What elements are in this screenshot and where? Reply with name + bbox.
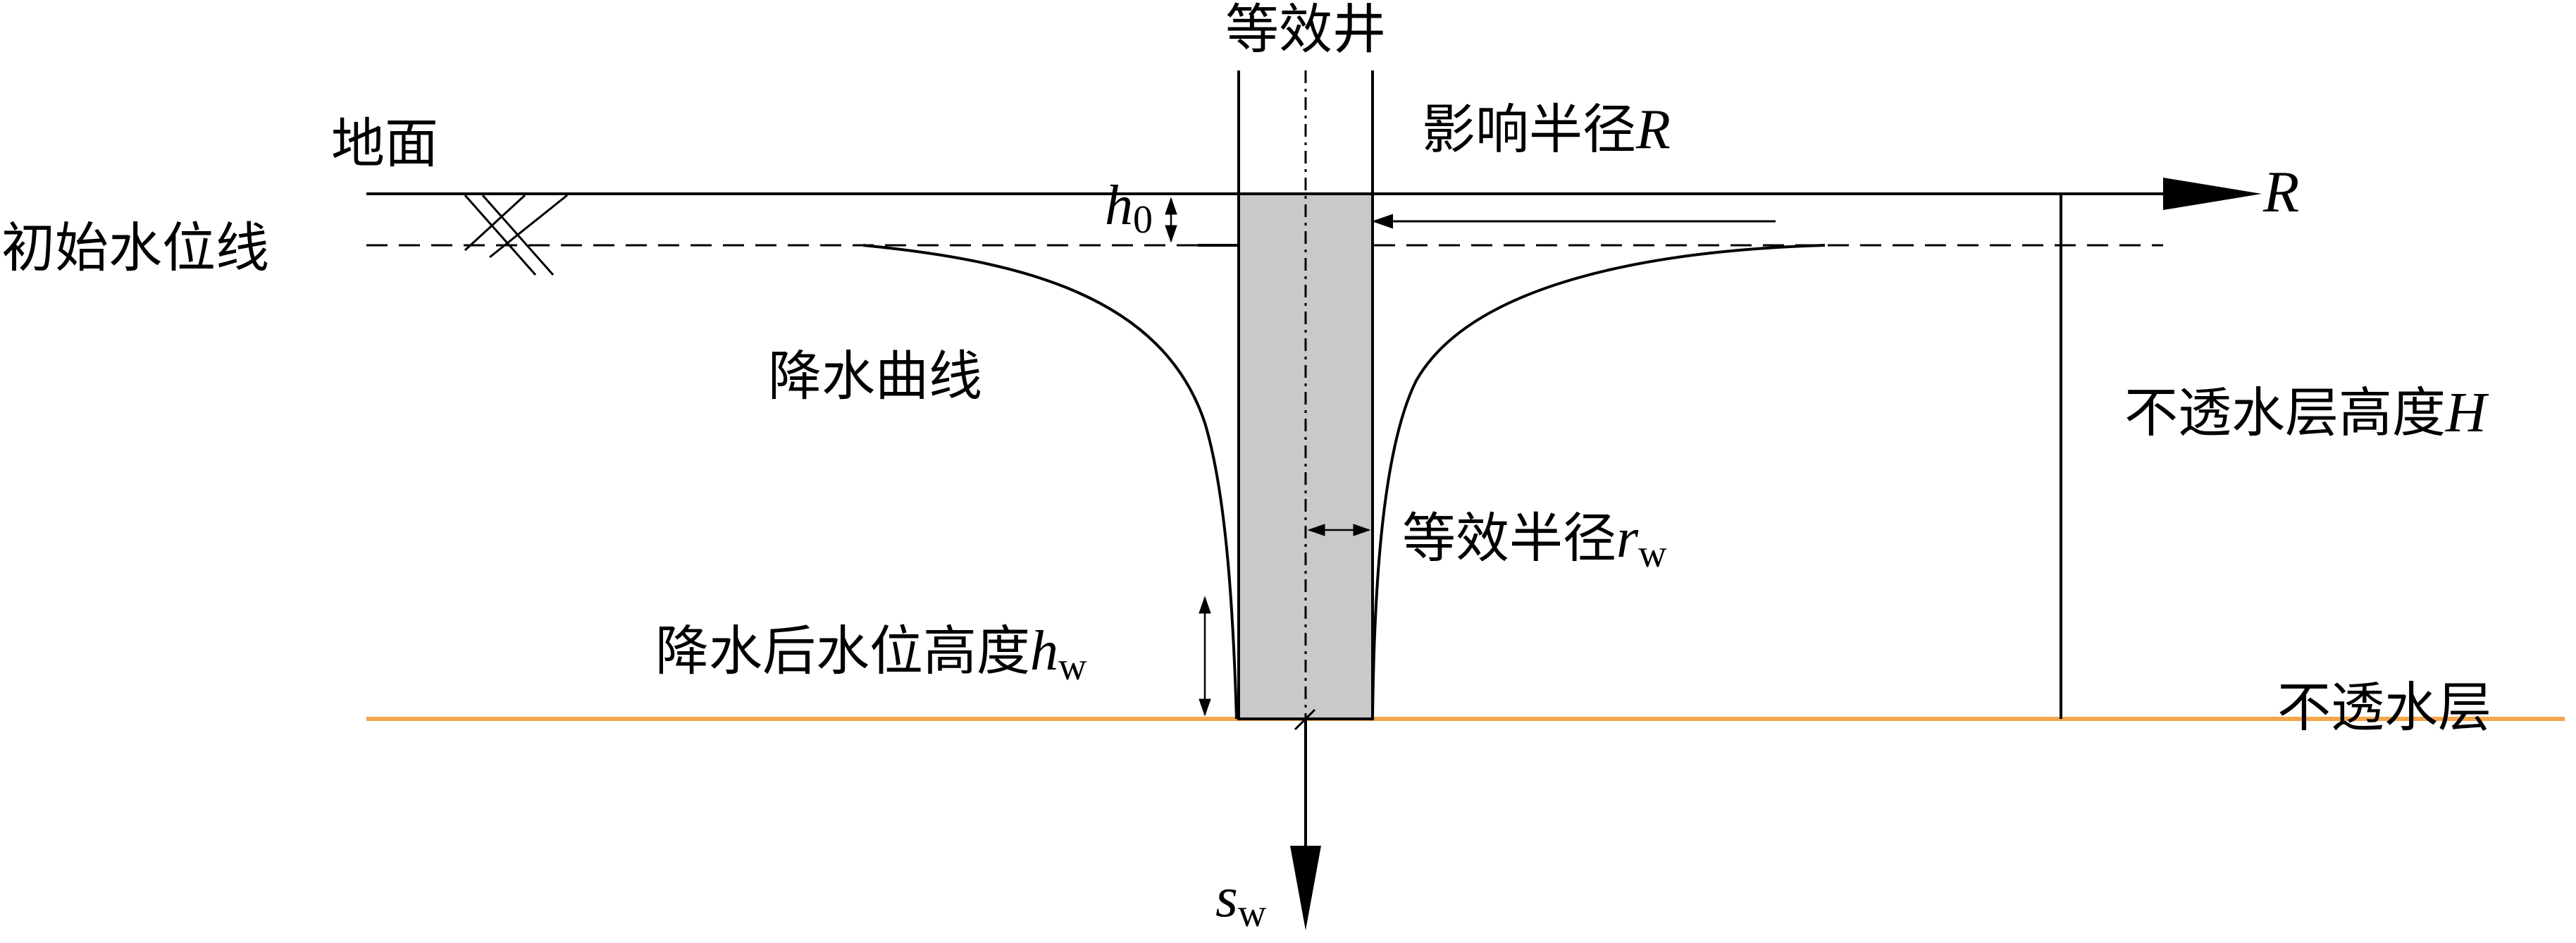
post-drawdown-height-label: 降水后水位高度hw bbox=[655, 620, 1087, 689]
ground-label: 地面 bbox=[331, 112, 438, 175]
h0-label: h0 bbox=[1105, 175, 1153, 242]
impermeable-height-label: 不透水层高度H bbox=[2124, 381, 2489, 444]
equivalent-radius-label: 等效半径rw bbox=[1402, 507, 1667, 576]
initial-water-line-label: 初始水位线 bbox=[1, 216, 269, 279]
drawdown-curve-right bbox=[1371, 244, 1826, 720]
sw-label: sw bbox=[1215, 865, 1267, 935]
impermeable-layer-label: 不透水层 bbox=[2277, 676, 2491, 739]
drawdown-curve-left bbox=[862, 244, 1238, 720]
drawdown-curve-label: 降水曲线 bbox=[768, 345, 982, 407]
sw-axis-origin-tick bbox=[1294, 708, 1316, 731]
r-axis-label: R bbox=[2262, 159, 2299, 225]
r-axis-arrowhead bbox=[2163, 178, 2262, 210]
influence-radius-label: 影响半径R bbox=[1422, 98, 1671, 161]
ground-hatch-icon bbox=[464, 194, 568, 276]
sw-axis-arrowhead bbox=[1290, 846, 1321, 930]
well-title: 等效井 bbox=[1225, 0, 1386, 61]
